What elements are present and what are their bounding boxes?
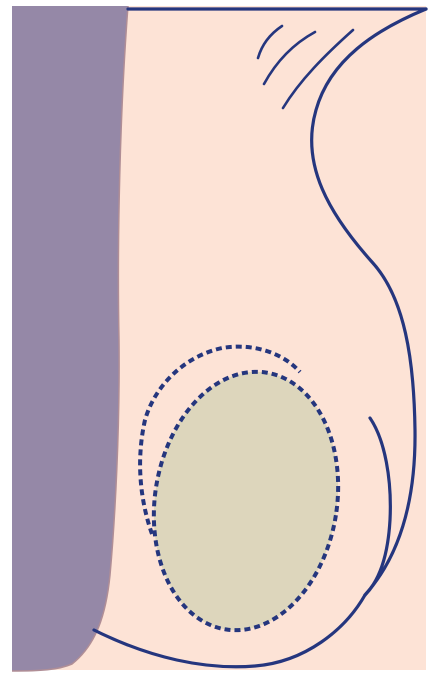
anatomical-diagram (0, 0, 429, 674)
diagram-canvas (0, 0, 429, 674)
